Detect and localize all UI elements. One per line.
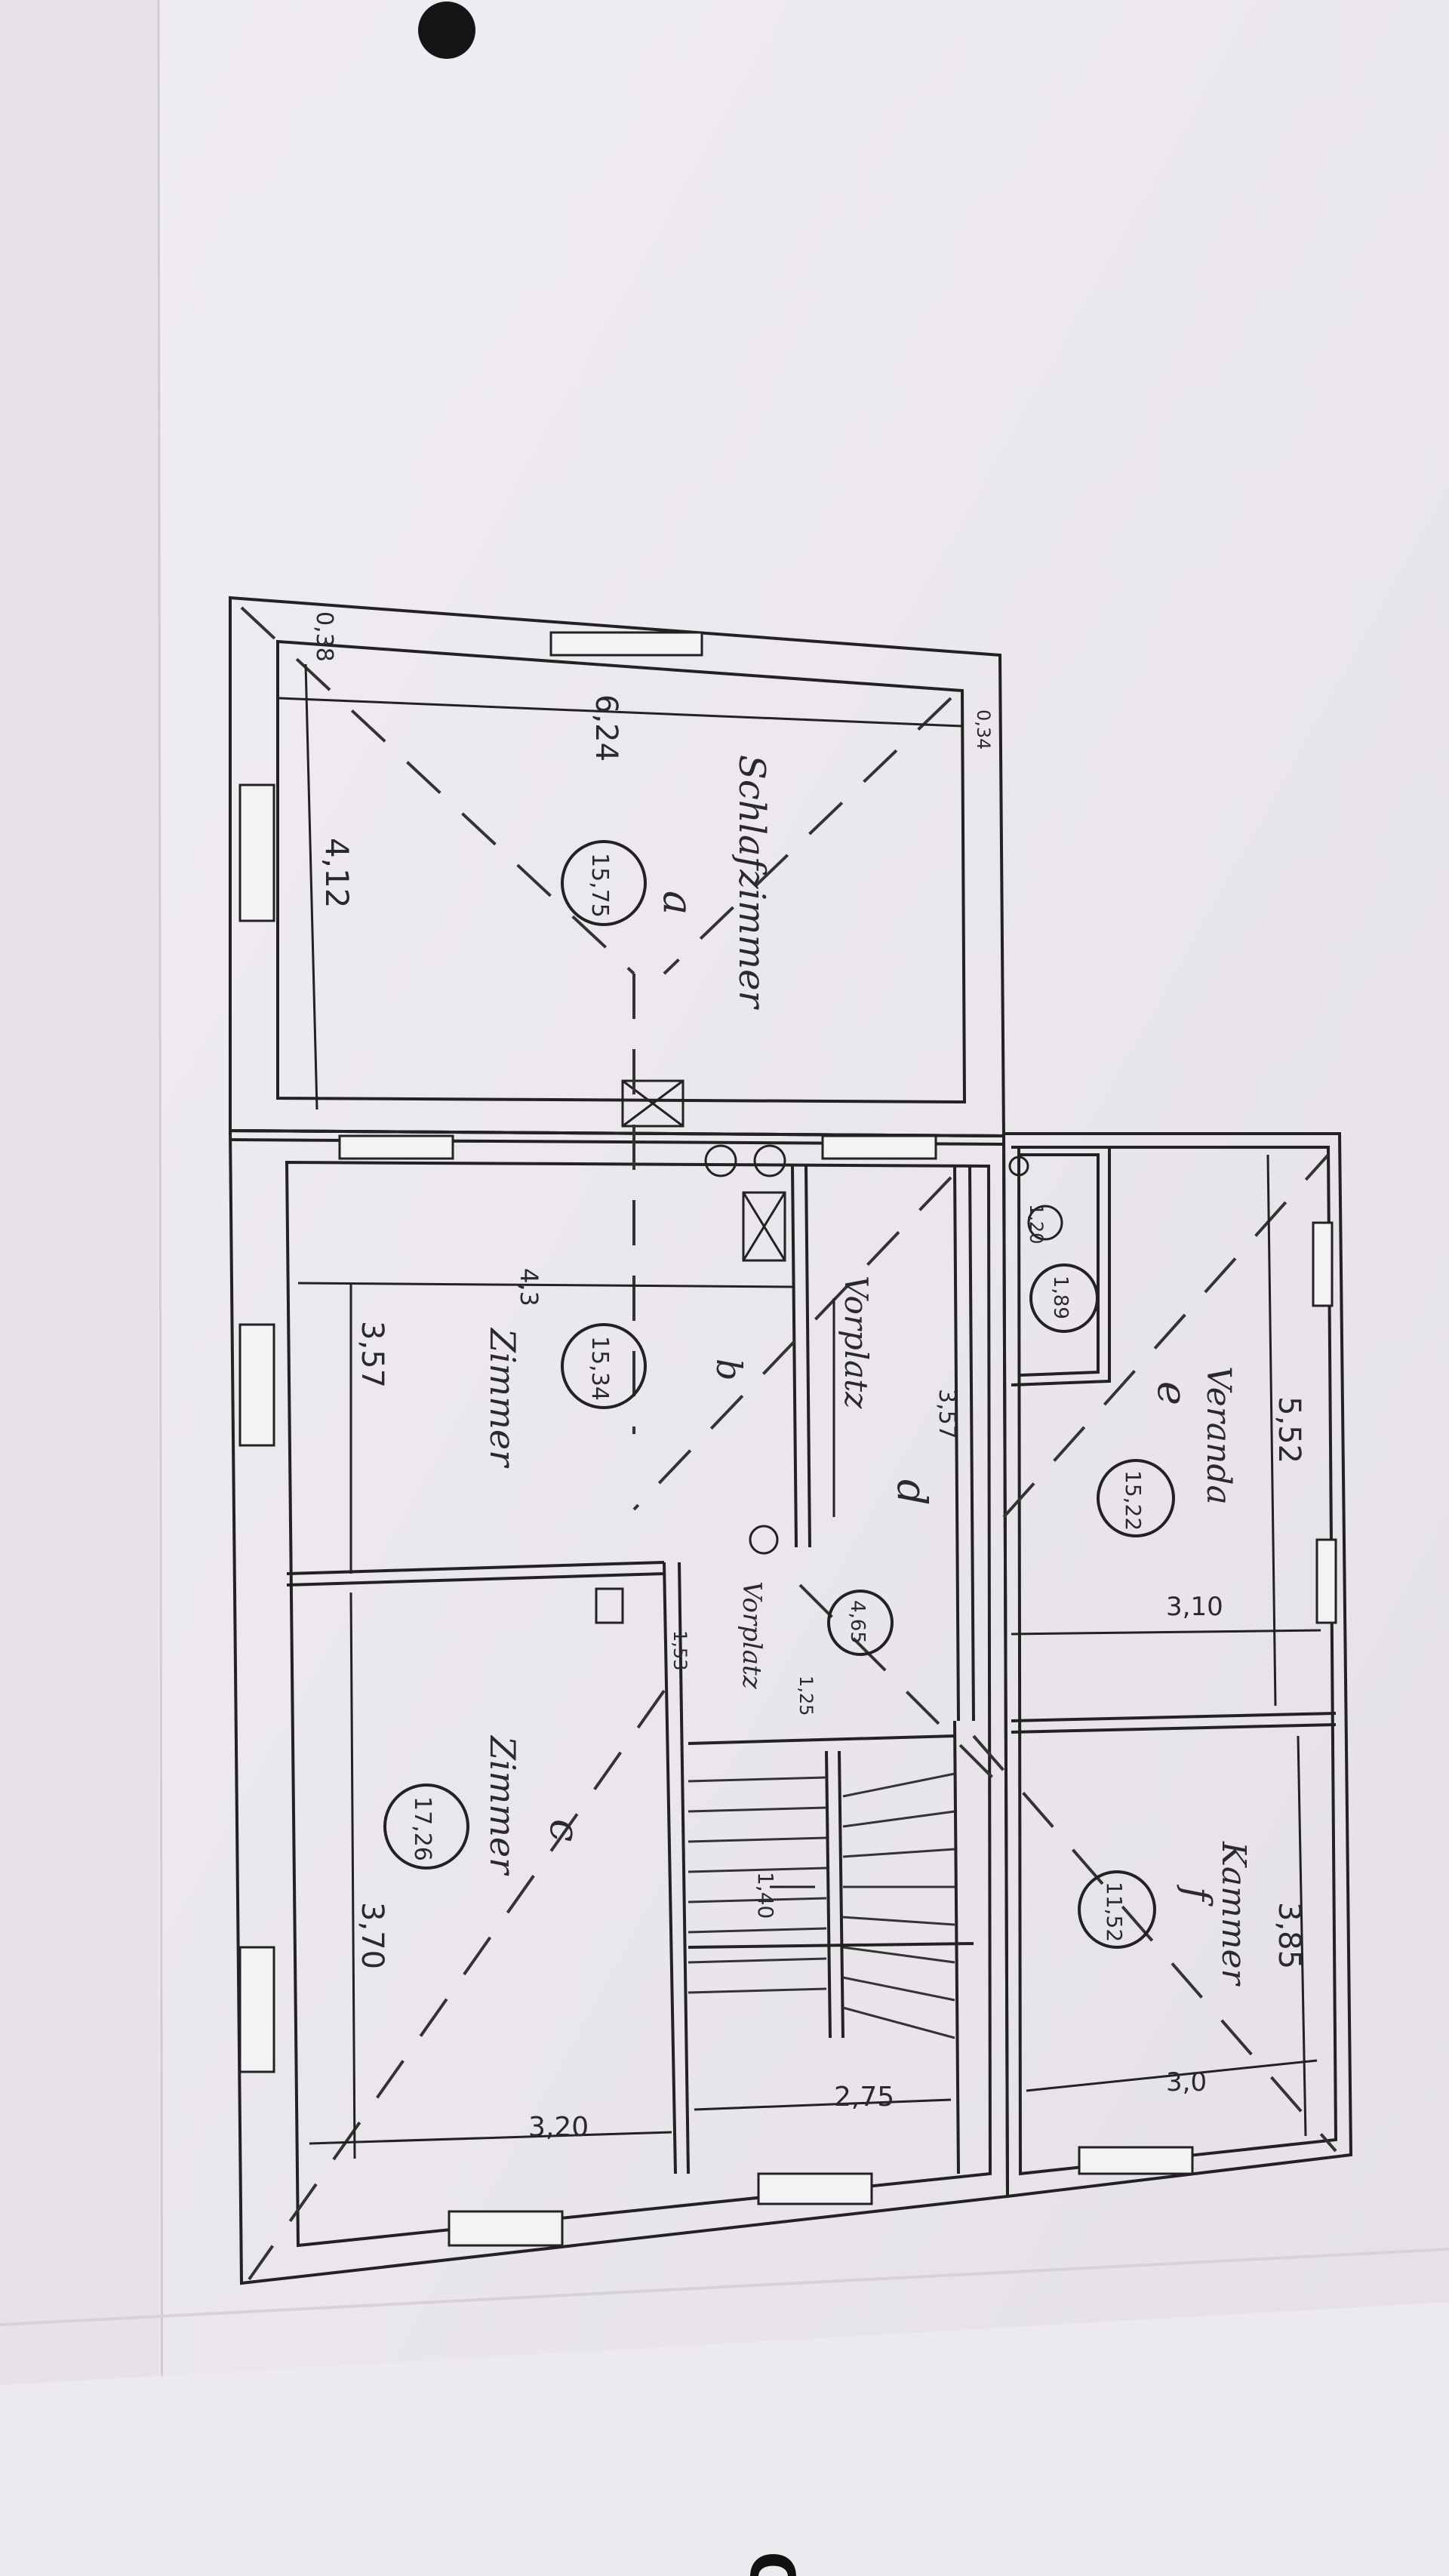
- room-diagonals: [240, 606, 1337, 2281]
- dim-f-width: 3,0: [1166, 2067, 1207, 2097]
- room-f-area: 11,52: [1102, 1882, 1127, 1942]
- room-d: Vorplatz d 4,65 Vorplatz: [737, 1276, 936, 1690]
- room-b-letter: b: [709, 1359, 749, 1380]
- dim-hall-gap: 1,53: [669, 1630, 691, 1670]
- wc-area: 1,89: [1049, 1276, 1072, 1319]
- room-b-area-circle: [561, 1323, 647, 1409]
- dim-wc-width: 1,20: [1026, 1204, 1047, 1244]
- dim-e-width: 3,10: [1166, 1592, 1223, 1622]
- dimension-lines: [278, 663, 1321, 2159]
- room-d-area-circle: [827, 1590, 894, 1656]
- room-a: Schlafzimmer a 15,75: [561, 755, 773, 1010]
- paper-fold-vertical: [157, 0, 164, 2576]
- dim-a-width: 6,24: [589, 694, 623, 762]
- dim-right-wall: 0,34: [973, 709, 994, 749]
- room-a-area-circle: [561, 840, 647, 926]
- room-e: Veranda e 15,22: [1097, 1366, 1238, 1537]
- dim-c-depth: 3,70: [355, 1902, 389, 1969]
- vorplatz-lower-label: Vorplatz: [737, 1581, 767, 1690]
- room-f: Kammer f 11,52: [1078, 1841, 1253, 1987]
- dim-b-depth: 4,3: [515, 1268, 543, 1306]
- room-b: Zimmer b 15,34: [482, 1323, 749, 1469]
- room-e-name: Veranda: [1199, 1366, 1238, 1505]
- room-c-name: Zimmer: [482, 1734, 523, 1876]
- dim-small-a: 1,25: [795, 1676, 817, 1716]
- room-b-area: 15,34: [586, 1336, 613, 1401]
- room-a-name: Schlafzimmer: [731, 755, 773, 1010]
- paper-fold-horizontal: [0, 2248, 1449, 2326]
- dim-stair-width: 2,75: [834, 2082, 894, 2113]
- room-a-letter: a: [654, 891, 702, 915]
- dim-top-wall: 0,38: [311, 611, 337, 662]
- dim-e-length: 5,52: [1272, 1396, 1306, 1463]
- paper-lower-sheet: [0, 2302, 1449, 2576]
- room-c-letter: c: [541, 1819, 589, 1842]
- dim-stair-run: 1,40: [753, 1872, 778, 1919]
- dim-d-depth: 3,57: [934, 1389, 960, 1439]
- room-e-area-circle: [1097, 1459, 1175, 1537]
- room-c: Zimmer c 17,26: [383, 1734, 589, 1876]
- room-e-letter: e: [1149, 1381, 1196, 1405]
- wc-area-circle: [1029, 1263, 1099, 1333]
- cropped-text: O: [737, 2551, 807, 2576]
- dimension-labels: 0,38 0,34 6,24 4,12 3,57 4,3 3,57 3,70 3…: [311, 611, 1306, 2143]
- room-c-area-circle: [383, 1784, 469, 1870]
- room-wc: 1,89: [1029, 1263, 1099, 1333]
- staircase-treads: [688, 1772, 955, 2039]
- dim-a-depth: 4,12: [318, 838, 355, 909]
- room-a-area: 15,75: [586, 853, 613, 918]
- room-c-area: 17,26: [409, 1796, 435, 1861]
- room-d-name: Vorplatz: [838, 1276, 875, 1409]
- interior-walls: [229, 1129, 1337, 2174]
- windows: [238, 631, 1337, 2247]
- dim-b-width: 3,57: [355, 1321, 389, 1388]
- room-f-name: Kammer: [1214, 1841, 1253, 1987]
- dim-f-length: 3,85: [1272, 1902, 1306, 1969]
- paper-left-margin: [0, 0, 158, 2576]
- room-e-area: 15,22: [1121, 1470, 1146, 1531]
- punch-hole: [418, 2, 475, 59]
- room-d-letter: d: [888, 1479, 936, 1506]
- room-b-name: Zimmer: [482, 1327, 523, 1469]
- room-d-area: 4,65: [846, 1600, 869, 1644]
- chimney-shafts: [595, 1079, 1063, 1624]
- dim-c-width: 3,20: [528, 2112, 589, 2143]
- room-f-area-circle: [1078, 1870, 1156, 1949]
